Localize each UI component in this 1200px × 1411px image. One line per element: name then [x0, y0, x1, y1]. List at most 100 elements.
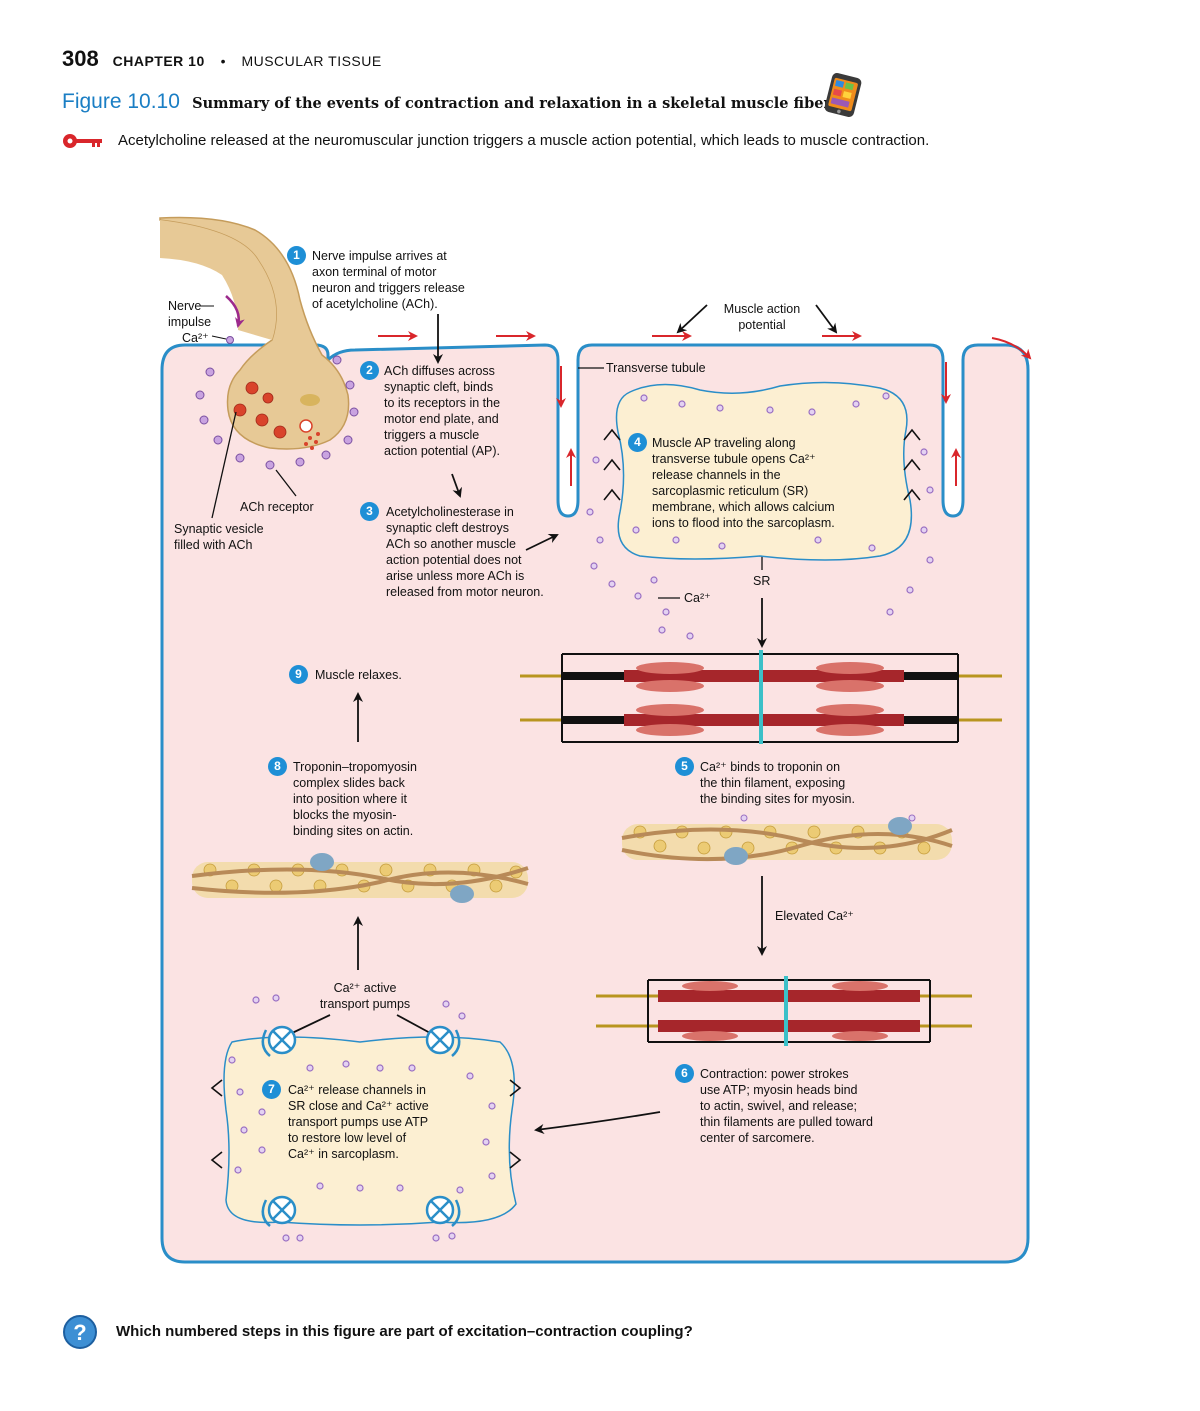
step-5-badge: 5	[675, 757, 694, 776]
step-2-line: to its receptors in the	[384, 396, 501, 410]
nerve-impulse-label-line2: impulse	[168, 315, 212, 329]
step-7-line: Ca²⁺ in sarcoplasm.	[288, 1147, 399, 1161]
step-6-line: Contraction: power strokes	[700, 1067, 849, 1081]
step-7-line: Ca²⁺ release channels in	[288, 1083, 426, 1097]
step-4-line: ions to flood into the sarcoplasm.	[652, 516, 835, 530]
sarcomere-relaxed	[520, 650, 1002, 744]
key-icon	[63, 134, 102, 148]
question-text: Which numbered steps in this figure are …	[116, 1323, 693, 1340]
ca-ions	[228, 392, 934, 1242]
step-6-line: to actin, swivel, and release;	[700, 1099, 858, 1113]
ca-pumps-label-line2: transport pumps	[319, 997, 411, 1011]
muscle-action-potential-label-line1: Muscle action	[723, 302, 801, 316]
step-3-line: ACh so another muscle	[386, 537, 516, 551]
step-8-line: blocks the myosin-	[293, 808, 397, 822]
svg-text:?: ?	[73, 1320, 86, 1345]
ca-ion-label-sr: Ca²⁺	[684, 591, 711, 605]
step-2-badge: 2	[360, 361, 379, 380]
thin-filament-blocked	[191, 853, 529, 903]
step-4-line: sarcoplasmic reticulum (SR)	[652, 484, 809, 498]
ach-molecules	[299, 419, 320, 450]
step-5-text: Ca²⁺ binds to troponin on the thin filam…	[700, 759, 855, 807]
synaptic-vesicle-label-line1: Synaptic vesicle	[174, 522, 264, 536]
step-7-line: SR close and Ca²⁺ active	[288, 1099, 429, 1113]
step-6-line: center of sarcomere.	[700, 1131, 815, 1145]
step-9-line: Muscle relaxes.	[315, 668, 402, 682]
step-3-line: released from motor neuron.	[386, 585, 544, 599]
step-6-badge: 6	[675, 1064, 694, 1083]
ca-pumps-label-line1: Ca²⁺ active	[333, 981, 397, 995]
muscle-action-potential-label-line2: potential	[738, 318, 786, 332]
step-7-line: to restore low level of	[288, 1131, 407, 1145]
step-4-line: Muscle AP traveling along	[652, 436, 796, 450]
step-1-line: Nerve impulse arrives at	[312, 249, 447, 263]
step-3-badge: 3	[360, 502, 379, 521]
step-7-text: Ca²⁺ release channels in SR close and Ca…	[288, 1082, 429, 1162]
step-7-line: transport pumps use ATP	[288, 1115, 429, 1129]
step-2-line: triggers a muscle	[384, 428, 480, 442]
figure-number: Figure 10.10	[62, 90, 180, 113]
step-4-line: membrane, which allows calcium	[652, 500, 835, 514]
nerve-impulse-label-line1: Nerve	[168, 299, 202, 313]
ach-receptor-label: ACh receptor	[240, 500, 314, 514]
step-4-line: release channels in the	[652, 468, 781, 482]
step-1-text: Nerve impulse arrives at axon terminal o…	[312, 248, 465, 312]
step-2-line: ACh diffuses across	[384, 364, 495, 378]
step-3-line: synaptic cleft destroys	[386, 521, 509, 535]
step-8-text: Troponin–tropomyosin complex slides back…	[293, 759, 417, 839]
synaptic-vesicle-label-line2: filled with ACh	[174, 538, 253, 552]
page-number: 308	[62, 46, 99, 71]
synaptic-vesicles	[233, 381, 287, 439]
step-1-line: axon terminal of motor	[312, 265, 437, 279]
step-8-line: binding sites on actin.	[293, 824, 414, 838]
step-6-line: thin filaments are pulled toward	[700, 1115, 874, 1129]
sr-label: SR	[753, 574, 771, 588]
step-4-text: Muscle AP traveling along transverse tub…	[652, 435, 835, 531]
step-6-text: Contraction: power strokes use ATP; myos…	[700, 1066, 873, 1146]
chapter-label: CHAPTER 10	[112, 53, 205, 69]
step-8-badge: 8	[268, 757, 287, 776]
step-3-line: arise unless more ACh is	[386, 569, 525, 583]
step-1-line: of acetylcholine (ACh).	[312, 297, 438, 311]
muscle-action-potential-label: Muscle action potential	[716, 301, 808, 333]
synaptic-vesicle-label: Synaptic vesicle filled with ACh	[174, 521, 264, 553]
sr-release-channels	[603, 428, 921, 501]
key-concept-text: Acetylcholine released at the neuromuscu…	[118, 132, 930, 149]
elevated-ca-label: Elevated Ca²⁺	[775, 909, 854, 923]
step-9-badge: 9	[289, 665, 308, 684]
figure-title: Figure 10.10 Summary of the events of co…	[62, 90, 835, 114]
chapter-header: 308 CHAPTER 10 • MUSCULAR TISSUE	[62, 46, 382, 72]
section-label: MUSCULAR TISSUE	[241, 53, 382, 69]
step-4-line: transverse tubule opens Ca²⁺	[652, 452, 816, 466]
sarcoplasmic-reticulum-top	[615, 381, 913, 561]
ca-pumps-label: Ca²⁺ active transport pumps	[310, 980, 420, 1012]
nerve-impulse-label: Nerve impulse	[168, 298, 211, 330]
review-question: ? Which numbered steps in this figure ar…	[62, 1314, 693, 1355]
step-8-line: complex slides back	[293, 776, 405, 790]
ach-receptors	[195, 355, 359, 470]
transverse-tubule-label: Transverse tubule	[606, 361, 706, 375]
step-3-text: Acetylcholinesterase in synaptic cleft d…	[386, 504, 544, 600]
sarcomere-contracted	[596, 976, 972, 1046]
question-icon[interactable]: ?	[62, 1314, 98, 1350]
step-1-line: neuron and triggers release	[312, 281, 465, 295]
muscle-fiber	[160, 343, 1030, 1264]
mobile-device-icon[interactable]	[814, 72, 872, 118]
step-5-line: Ca²⁺ binds to troponin on	[700, 760, 841, 774]
figure-caption: Summary of the events of contraction and…	[192, 95, 835, 112]
sarcoplasmic-reticulum-bottom	[223, 1036, 517, 1226]
ca-ion-label-neuron: Ca²⁺	[182, 331, 209, 345]
step-5-line: the thin filament, exposing	[700, 776, 846, 790]
header-separator: •	[220, 53, 226, 69]
step-9-text: Muscle relaxes.	[315, 667, 402, 683]
step-2-line: action potential (AP).	[384, 444, 501, 458]
step-8-line: Troponin–tropomyosin	[293, 760, 417, 774]
step-1-badge: 1	[287, 246, 306, 265]
step-7-badge: 7	[262, 1080, 281, 1099]
step-4-badge: 4	[628, 433, 647, 452]
step-2-line: motor end plate, and	[384, 412, 499, 426]
step-6-line: use ATP; myosin heads bind	[700, 1083, 858, 1097]
step-5-line: the binding sites for myosin.	[700, 792, 855, 806]
sr-closed-channels	[210, 1079, 522, 1169]
